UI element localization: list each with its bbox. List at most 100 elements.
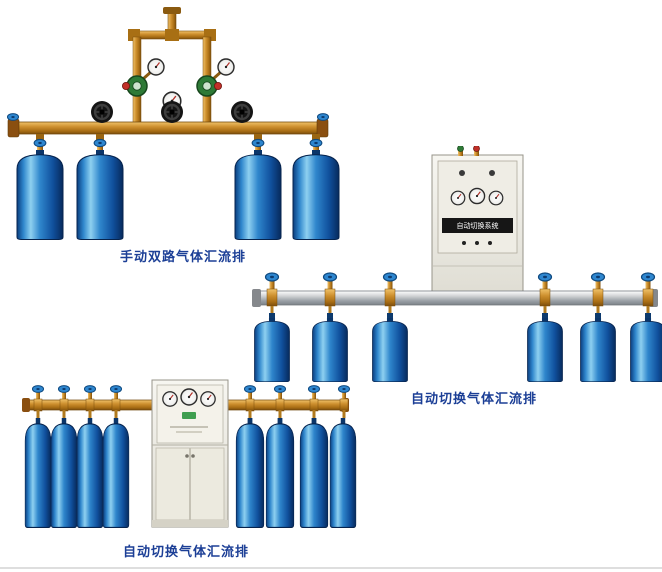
drop-tube [270,306,274,314]
caption-manual-dual-manifold: 手动双路气体汇流排 [119,249,246,264]
drop-tube [328,306,332,314]
valve-handwheel [590,272,606,282]
gas-cylinder [76,418,104,528]
drop-tube [62,410,66,418]
cylinder-valve [645,313,651,319]
valve-handwheel [273,385,287,393]
center-tee-fitting [165,29,179,41]
right-manifold-pipe [227,399,346,411]
caption-auto-switch-wall: 自动切换气体汇流排 [410,391,537,406]
control-cabinet: 自动切换系统 [431,154,524,301]
cylinder-valve [269,313,275,319]
pipe-union [324,288,336,307]
manifold-top-assembly [128,7,216,78]
door-handle [191,454,195,458]
valve-stations [31,385,351,401]
pipe-union [642,288,654,307]
valve-riser [387,279,393,291]
pipe-union [266,288,278,307]
valve-handwheel [322,272,338,282]
pipe-union [592,288,604,307]
drop-tube [388,306,392,314]
auto-switch-manifold-illustration: 自动切换系统 [252,146,662,382]
drop-tube [312,410,316,418]
cylinder-valve-station [322,272,338,319]
indicator-light [475,241,479,245]
pressure-gauge [488,190,504,206]
drop-tube [114,410,118,418]
valve-handwheel [109,385,123,393]
pipe-union [59,398,69,412]
cylinder-connection [309,134,323,152]
gas-cylinder [24,418,52,528]
valve-riser [269,279,275,291]
valve-riser [88,391,92,401]
indicator-light [462,241,466,245]
pressure-gauge [217,58,235,76]
tee-fitting [96,134,104,141]
valve-handwheel [83,385,97,393]
cylinder-valve [595,313,601,319]
valve-handwheel [31,385,45,393]
regulator-down-pipe [202,93,212,125]
manual-dual-manifold-illustration [6,7,340,240]
shutoff-valve-handwheels [89,99,255,125]
pipe-union [309,398,319,412]
pressure-gauge [180,388,198,406]
indicator-light [488,241,492,245]
drop-tube [248,410,252,418]
pressure-gauge [147,58,165,76]
pipe-end-cap-left [252,289,261,307]
valve-handwheel [382,272,398,282]
end-valve-handwheel [316,113,330,121]
valve-riser [278,391,282,401]
drop-tube [646,306,650,314]
cylinder-connection [251,134,265,152]
valve-handwheel [337,385,351,393]
cylinder-connections [33,398,349,418]
top-valve-red [473,146,480,152]
cylinder-valve-station [537,272,553,319]
gas-cylinder [235,418,265,528]
cylinder-valve-station [264,272,280,319]
pipe-union [85,398,95,412]
cylinder-valve-handwheel [93,138,107,148]
tee-fitting [36,134,44,141]
panel-text-line [176,431,202,433]
cabinet-label-strip [442,218,513,233]
valve-handwheel [537,272,553,282]
valve-riser [36,391,40,401]
valve-riser [312,391,316,401]
gas-cylinder [50,418,78,528]
cylinder-valve [542,313,548,319]
pipe-union [33,398,43,412]
gas-cylinder [102,418,130,528]
regulator-down-pipe [132,93,142,125]
panel-knob [459,170,465,176]
cylinder-valve-station [590,272,606,319]
regulator-body [196,75,223,97]
drop-tube [543,306,547,314]
right-riser-pipe [202,36,212,78]
regulator-body [121,75,148,97]
gas-cylinder [580,318,616,382]
figure-manual-dual-manifold [2,4,342,256]
valve-riser [645,279,651,291]
gas-cylinder [16,150,64,240]
pressure-regulator-right [196,58,235,125]
cabinet-front-panel [437,160,518,254]
outlet-cap [163,7,181,14]
pressure-gauge [162,391,178,407]
pressure-gauge [200,391,216,407]
pipe-union [539,288,551,307]
tee-fitting [254,134,262,141]
valve-riser [595,279,601,291]
cylinder-valve-station [382,272,398,319]
bottom-divider [0,567,662,569]
pressure-gauge [468,187,486,205]
control-cabinet [151,379,229,528]
cabinet-door-left [155,447,190,521]
valve-handwheel [640,272,656,282]
caption-auto-switch-cabinet: 自动切换气体汇流排 [122,544,249,559]
